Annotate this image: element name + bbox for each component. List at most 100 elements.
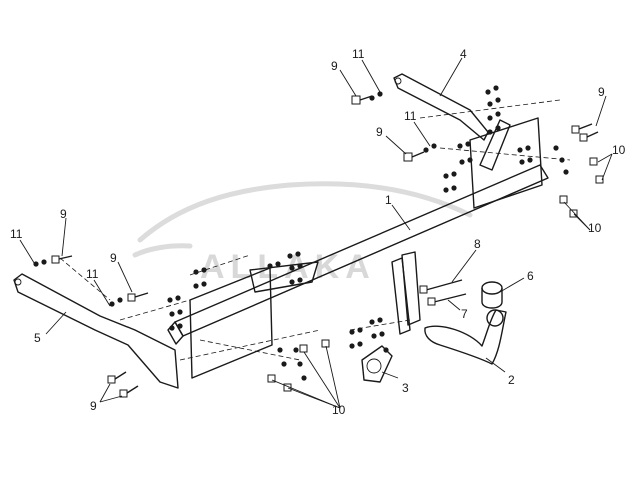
callout-11: 11 [352,47,365,61]
leader-10c4 [287,387,341,409]
nut [517,147,523,153]
socket-bracket-back [391,257,411,335]
nut [519,159,525,165]
leader-11b [413,121,431,147]
guide-line [199,339,301,361]
nut [275,261,281,267]
callout-11: 11 [10,227,23,241]
nut [379,331,385,337]
leader-10a [597,153,613,163]
leader-10c2 [325,345,341,409]
bolt-9 [51,255,60,264]
long-bolt-7 [433,293,467,303]
callout-8: 8 [474,237,481,251]
guide-line [59,257,111,301]
nut [563,169,569,175]
nut [167,297,173,303]
nut [357,341,363,347]
watermark: ALLAKA [132,181,473,286]
nut [357,327,363,333]
socket-bracket [401,251,421,326]
bolt-9-shank [126,385,139,394]
tow-ball-head [486,309,504,327]
nut [201,281,207,287]
nut [527,157,533,163]
ball-cap-top [481,281,503,295]
ball-cap-body [481,288,503,309]
socket-plate-hole [366,358,382,374]
right-mount-plate [469,117,543,209]
nut [169,325,175,331]
nut [377,91,383,97]
nut [301,375,307,381]
callout-1: 1 [385,193,392,207]
guide-line [179,329,321,361]
nut [525,145,531,151]
nut [293,347,299,353]
bolt-9-shank [114,371,127,380]
callout-10: 10 [612,143,626,157]
bolt-9 [127,293,136,302]
nut [33,261,39,267]
bolt-10 [267,374,276,383]
ball-cap [481,281,503,309]
leader-9a [339,69,357,97]
bolt-9-shank [578,123,593,130]
watermark-text: ALLAKA [200,248,376,286]
nut [297,361,303,367]
leader-11a [361,59,381,93]
bolt-9 [351,95,361,105]
nut [193,269,199,275]
callout-2: 2 [508,373,515,387]
nut [295,251,301,257]
callout-4: 4 [460,47,467,61]
leader-11d [93,279,111,307]
bolts-9 [51,95,599,398]
bolt-10 [569,209,578,218]
leader-10c [303,351,341,409]
side-arm-right-hole [394,77,402,85]
nut [177,323,183,329]
side-arm-left [13,273,179,389]
leader-9c [595,95,607,127]
nut [493,85,499,91]
nut [281,361,287,367]
nut [457,143,463,149]
nut [177,309,183,315]
bolt-9-shank [411,151,425,158]
long-bolt-8-head [419,285,428,294]
leader-6 [499,277,525,293]
callout-9: 9 [376,125,383,139]
leader-8 [451,249,477,283]
leader-3 [381,371,399,379]
callout-11: 11 [404,109,417,123]
leader-9e [117,261,133,293]
long-bolts [419,279,467,306]
nut [487,115,493,121]
callout-7: 7 [461,307,468,321]
callout-9: 9 [598,85,605,99]
hardware-group [33,85,569,381]
nut [465,141,471,147]
bolt-10 [321,339,330,348]
nut [451,185,457,191]
watermark-car-hood [132,243,193,258]
bolt-9 [403,152,413,162]
nut [377,317,383,323]
left-mount-plate [189,267,273,379]
bolt-9 [571,125,580,134]
leader-7 [447,299,461,311]
socket-plate-body [361,345,393,383]
leader-9d [61,217,67,257]
nut [467,157,473,163]
nut [201,267,207,273]
nut [175,295,181,301]
callout-5: 5 [34,331,41,345]
nut [277,347,283,353]
callout-11: 11 [86,267,99,281]
callout-10: 10 [588,221,602,235]
nut [349,329,355,335]
nut [109,301,115,307]
leader-10b2 [573,213,591,231]
